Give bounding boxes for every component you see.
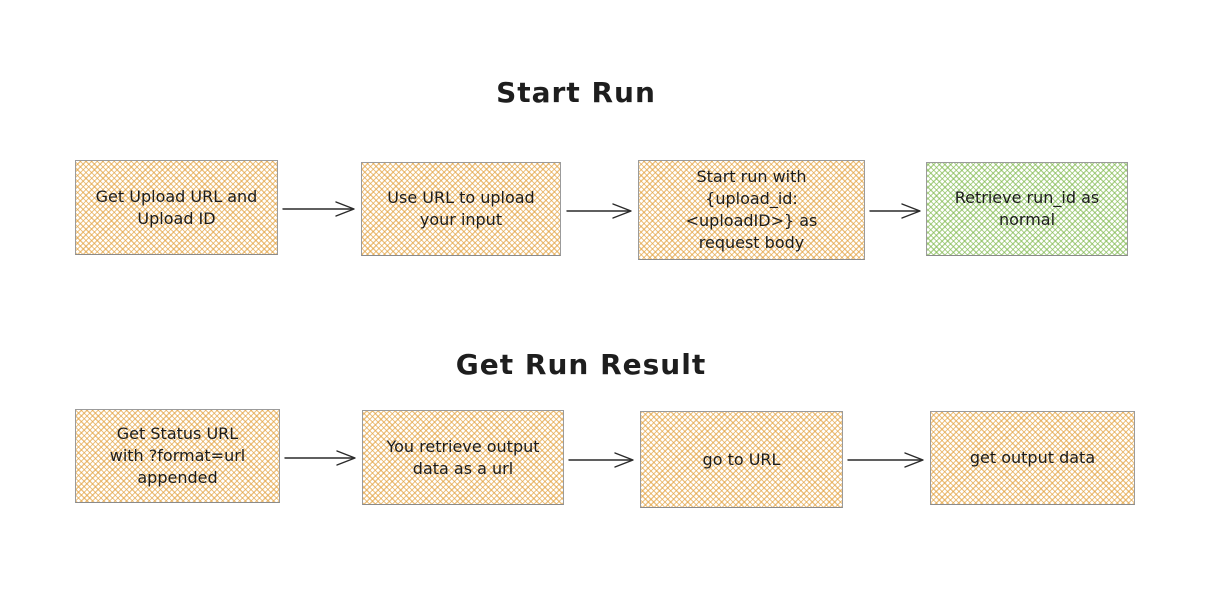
arrow-right-icon [568,452,634,468]
node-retrieve-output-data-url: You retrieve output data as a url [362,410,564,505]
arrow-right-icon [869,203,921,219]
node-get-output-data: get output data [930,411,1135,505]
node-get-status-url: Get Status URL with ?format=url appended [75,409,280,503]
arrow-right-icon [282,201,355,217]
node-use-url-to-upload: Use URL to upload your input [361,162,561,256]
node-get-upload-url: Get Upload URL and Upload ID [75,160,278,255]
node-label: get output data [969,448,1096,467]
section-title-start-run: Start Run [496,76,656,109]
node-start-run-with-upload-id: Start run with {upload_id: <uploadID>} a… [638,160,865,260]
node-retrieve-run-id: Retrieve run_id as normal [926,162,1128,256]
node-label: go to URL [702,449,781,469]
arrow-right-icon [847,452,924,468]
node-label: Get Upload URL and Upload ID [95,186,258,228]
section-title-get-run-result: Get Run Result [455,348,707,381]
node-label: Retrieve run_id as normal [954,188,1100,229]
arrow-right-icon [566,203,632,219]
arrow-right-icon [284,450,356,466]
node-go-to-url: go to URL [640,411,843,508]
node-label: Start run with {upload_id: <uploadID>} a… [685,167,818,252]
node-label: You retrieve output data as a url [386,436,540,478]
node-label: Use URL to upload your input [387,188,535,229]
node-label: Get Status URL with ?format=url appended [109,424,246,487]
